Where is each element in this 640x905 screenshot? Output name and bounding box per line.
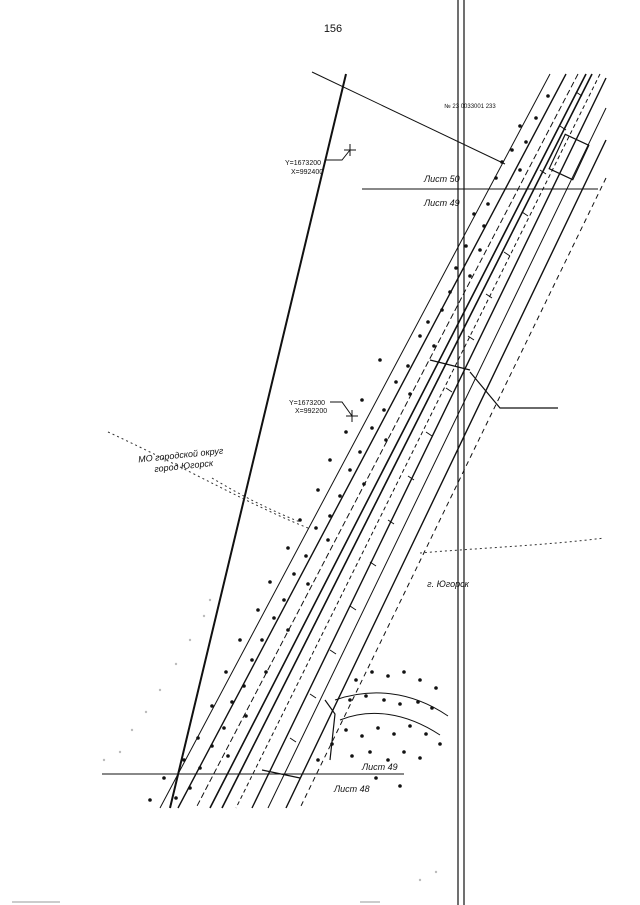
sheet-48-label: Лист 48 <box>333 784 370 794</box>
forest-outline <box>334 692 449 736</box>
sheet-division-lines <box>102 188 598 775</box>
coord-mid-y: Y=1673200 <box>289 400 325 407</box>
coord-cross-top <box>326 144 356 161</box>
page-number: 156 <box>324 23 342 35</box>
coord-mid-x: X=992200 <box>295 408 327 415</box>
scan-noise <box>102 598 438 882</box>
tree-markers <box>148 94 550 802</box>
coord-top-y: Y=1673200 <box>285 160 321 167</box>
boundary-line <box>169 73 347 809</box>
town-label: г. Югорск <box>427 579 469 589</box>
road-corridor <box>159 73 607 809</box>
sheet-49-label-bottom: Лист 49 <box>361 762 398 772</box>
town-boundary <box>107 431 605 554</box>
margin-lines <box>457 0 465 905</box>
sheet-49-label-top: Лист 49 <box>423 198 460 208</box>
sheet-50-label: Лист 50 <box>423 174 460 184</box>
corridor-crossings <box>261 133 590 779</box>
corridor-ticks <box>289 91 583 743</box>
header-code: № 23 0033001 233 <box>444 103 496 110</box>
boundary-line-secondary <box>311 71 506 165</box>
coord-top-x: X=992400 <box>291 169 323 176</box>
coord-cross-mid <box>330 401 358 422</box>
